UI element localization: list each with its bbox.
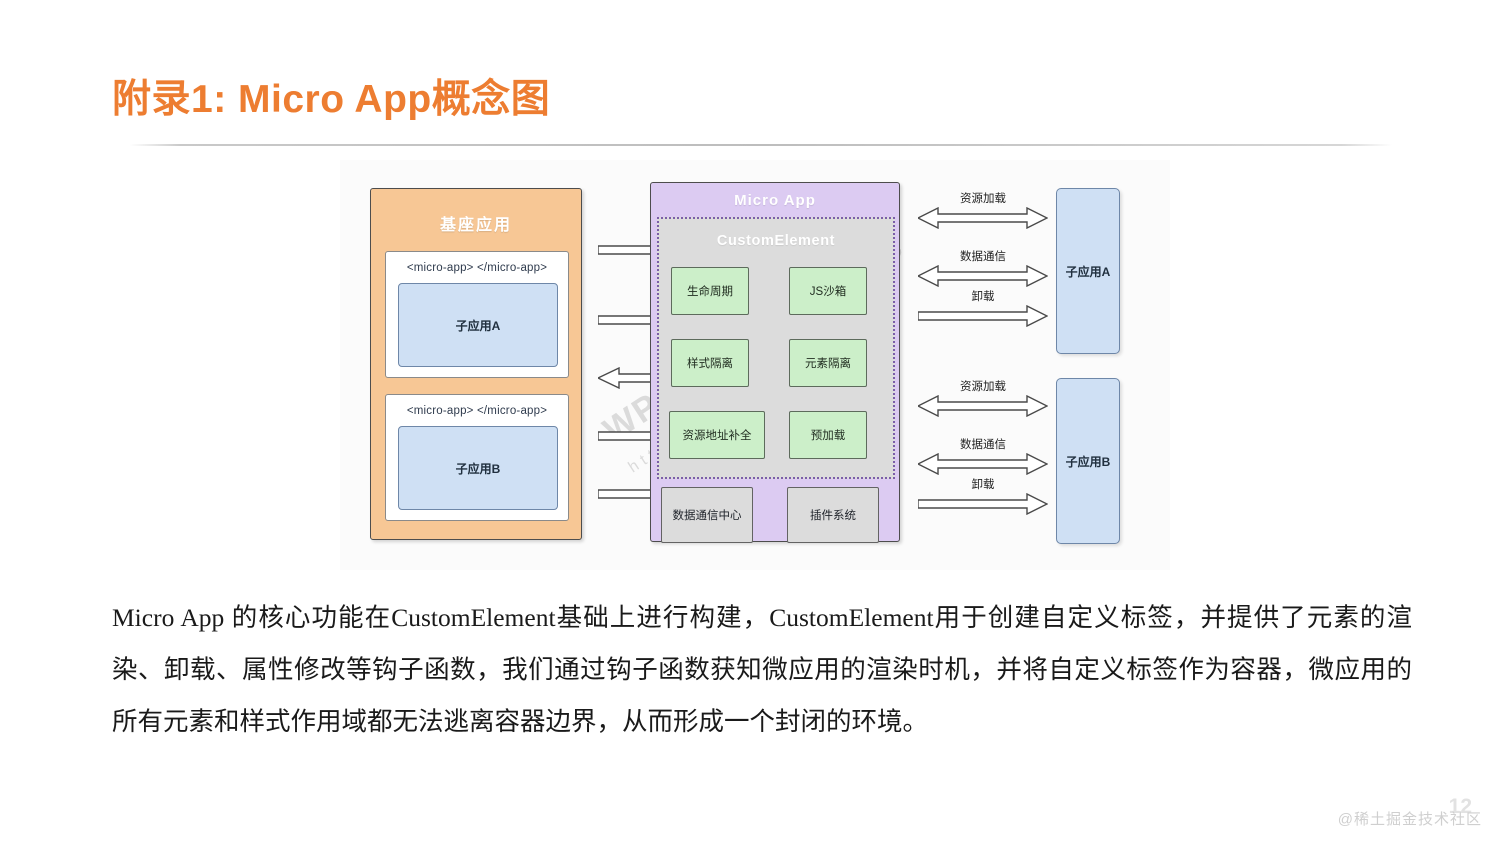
page-title: 附录1: Micro App概念图: [112, 78, 551, 121]
arrow-resource-load-b-label: 资源加载: [960, 381, 1006, 393]
feature-preload: 预加载: [789, 411, 867, 459]
micro-app-title: Micro App: [734, 192, 816, 209]
arrow-data-comm-b-glyph: [918, 453, 1048, 475]
custom-element-region: CustomElement 生命周期 JS沙箱 样式隔离 元素隔离 资源地址补全…: [657, 217, 895, 479]
arrow-data-comm-a-glyph: [918, 265, 1048, 287]
custom-element-title: CustomElement: [716, 233, 836, 249]
host-subapp-b: 子应用B: [398, 426, 558, 510]
footer-watermark: @稀土掘金技术社区: [1337, 811, 1482, 828]
body-paragraph: Micro App 的核心功能在CustomElement基础上进行构建，Cus…: [112, 603, 1412, 736]
title-divider: [130, 144, 1392, 146]
arrow-resource-load-b-glyph: [918, 395, 1048, 417]
arrow-resource-load-a-label: 资源加载: [960, 193, 1006, 205]
arrow-unmount-a-label: 卸载: [971, 291, 995, 303]
micro-app-tag-b: <micro-app> </micro-app>: [406, 405, 548, 417]
subapp-column-b: 子应用B: [1056, 378, 1120, 544]
micro-app-card-a: <micro-app> </micro-app> 子应用A: [385, 251, 569, 378]
service-plugin-system: 插件系统: [787, 487, 879, 543]
arrow-unmount-b-glyph: [918, 493, 1048, 515]
feature-style-isolation: 样式隔离: [671, 339, 749, 387]
service-data-comm-center: 数据通信中心: [661, 487, 753, 543]
micro-app-tag-a: <micro-app> </micro-app>: [406, 262, 548, 274]
feature-resource-path-completion: 资源地址补全: [669, 411, 765, 459]
page-number: 12: [1448, 795, 1472, 818]
feature-js-sandbox: JS沙箱: [789, 267, 867, 315]
host-app-title: 基座应用: [439, 217, 512, 234]
arrow-data-comm-a-label: 数据通信: [960, 251, 1006, 263]
micro-app-concept-diagram: WPS Office for Mac https://mac.wps.cn/ 基…: [340, 160, 1170, 570]
micro-app-panel: Micro App CustomElement 生命周期 JS沙箱 样式隔离 元…: [650, 182, 900, 543]
subapp-column-a: 子应用A: [1056, 188, 1120, 354]
feature-lifecycle: 生命周期: [671, 267, 749, 315]
arrow-data-comm-b-label: 数据通信: [960, 439, 1006, 451]
arrow-unmount-a-glyph: [918, 305, 1048, 327]
arrow-resource-load-a-glyph: [918, 207, 1048, 229]
micro-app-card-b: <micro-app> </micro-app> 子应用B: [385, 394, 569, 521]
host-subapp-a: 子应用A: [398, 283, 558, 367]
arrow-unmount-b-label: 卸载: [971, 479, 995, 491]
host-app-panel: 基座应用 <micro-app> </micro-app> 子应用A <micr…: [370, 188, 582, 540]
feature-element-isolation: 元素隔离: [789, 339, 867, 387]
